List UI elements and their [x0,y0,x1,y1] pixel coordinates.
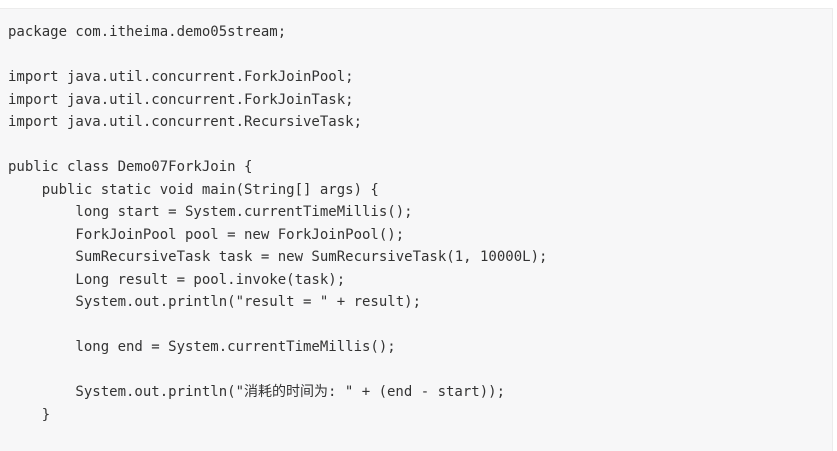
code-line-6 [8,134,547,157]
code-line-15: long end = System.currentTimeMillis(); [8,339,396,355]
code-line-9: long start = System.currentTimeMillis(); [8,204,413,220]
code-line-2 [8,44,547,67]
code-line-17: System.out.println("消耗的时间为: " + (end - s… [8,384,506,400]
code-line-13: System.out.println("result = " + result)… [8,294,422,310]
code-line-1: package com.itheima.demo05stream; [8,24,287,40]
code-line-10: ForkJoinPool pool = new ForkJoinPool(); [8,226,405,243]
code-line-14 [8,314,547,337]
code-line-3: import java.util.concurrent.ForkJoinPool… [8,69,354,85]
code-content: package com.itheima.demo05stream; import … [8,21,547,426]
code-line-11: SumRecursiveTask task = new SumRecursive… [8,249,548,265]
code-line-4: import java.util.concurrent.ForkJoinTask… [8,91,354,108]
code-line-8: public static void main(String[] args) { [8,181,379,198]
code-line-12: Long result = pool.invoke(task); [8,271,346,288]
code-line-16 [8,359,547,382]
code-line-7: public class Demo07ForkJoin { [8,159,253,175]
code-line-18: } [8,406,51,423]
code-block: package com.itheima.demo05stream; import … [0,8,833,451]
code-line-5: import java.util.concurrent.RecursiveTas… [8,114,363,130]
